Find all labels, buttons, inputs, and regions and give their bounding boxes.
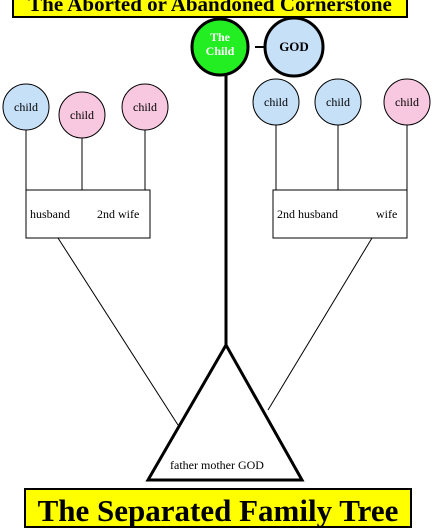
right-wife-label: wife	[376, 207, 398, 221]
footer-banner: The Separated Family Tree	[24, 488, 412, 528]
right-child-node	[314, 78, 362, 126]
triangle-label: father mother GOD	[170, 458, 264, 472]
the-child-label: The Child	[200, 30, 240, 58]
family-triangle	[145, 341, 305, 482]
left-child-node	[121, 83, 169, 131]
right-child-node	[383, 78, 431, 126]
left-child-label: child	[133, 100, 157, 114]
god-node	[263, 16, 325, 78]
family-tree-diagram	[2, 16, 431, 482]
right-husband-label: 2nd husband	[277, 207, 338, 221]
title-banner: The Aborted or Abandoned Cornerstone	[12, 0, 408, 18]
right-child-label: child	[264, 95, 288, 109]
god-label: GOD	[279, 39, 309, 54]
the-child-node	[190, 17, 250, 77]
left-child-node	[2, 83, 50, 131]
left-child-label: child	[70, 108, 94, 122]
left-wife-label: 2nd wife	[97, 207, 140, 221]
right-couple-to-triangle-line	[267, 237, 373, 411]
left-child-label: child	[14, 100, 38, 114]
left-couple-to-triangle-line	[57, 237, 179, 426]
left-child-node	[58, 91, 106, 139]
the-child-label-line2: Child	[205, 44, 235, 58]
footer-text: The Separated Family Tree	[37, 493, 399, 528]
left-couple-box	[25, 189, 151, 239]
the-child-label-line1: The	[209, 30, 230, 44]
right-child-label: child	[395, 95, 419, 109]
title-text: The Aborted or Abandoned Cornerstone	[28, 0, 392, 16]
right-child-label: child	[326, 95, 350, 109]
right-child-node	[252, 78, 300, 126]
left-husband-label: husband	[30, 207, 70, 221]
right-couple-box	[272, 189, 408, 239]
